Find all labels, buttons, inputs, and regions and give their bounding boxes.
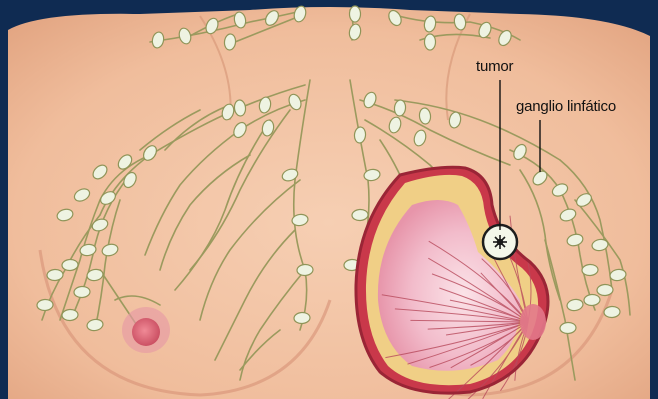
lymph-node [297, 264, 314, 276]
lymph-node [560, 322, 577, 334]
lymph-node [604, 306, 621, 318]
lymph-node-label: ganglio linfático [516, 98, 616, 115]
lymph-node [37, 299, 54, 311]
tumor-core [497, 239, 503, 245]
tumor-label: tumor [476, 58, 513, 75]
lymph-node [584, 294, 601, 306]
lymph-node [294, 312, 311, 324]
right-nipple [520, 304, 546, 340]
lymph-node [352, 209, 369, 221]
lymph-node [425, 34, 436, 50]
lymph-node [597, 284, 614, 296]
lymph-node [350, 6, 361, 22]
lymph-node [582, 264, 599, 276]
left-nipple [132, 318, 160, 346]
lymph-node [74, 286, 91, 298]
lymph-node [62, 259, 79, 271]
lymph-node [62, 309, 79, 321]
lymph-node [47, 269, 64, 281]
